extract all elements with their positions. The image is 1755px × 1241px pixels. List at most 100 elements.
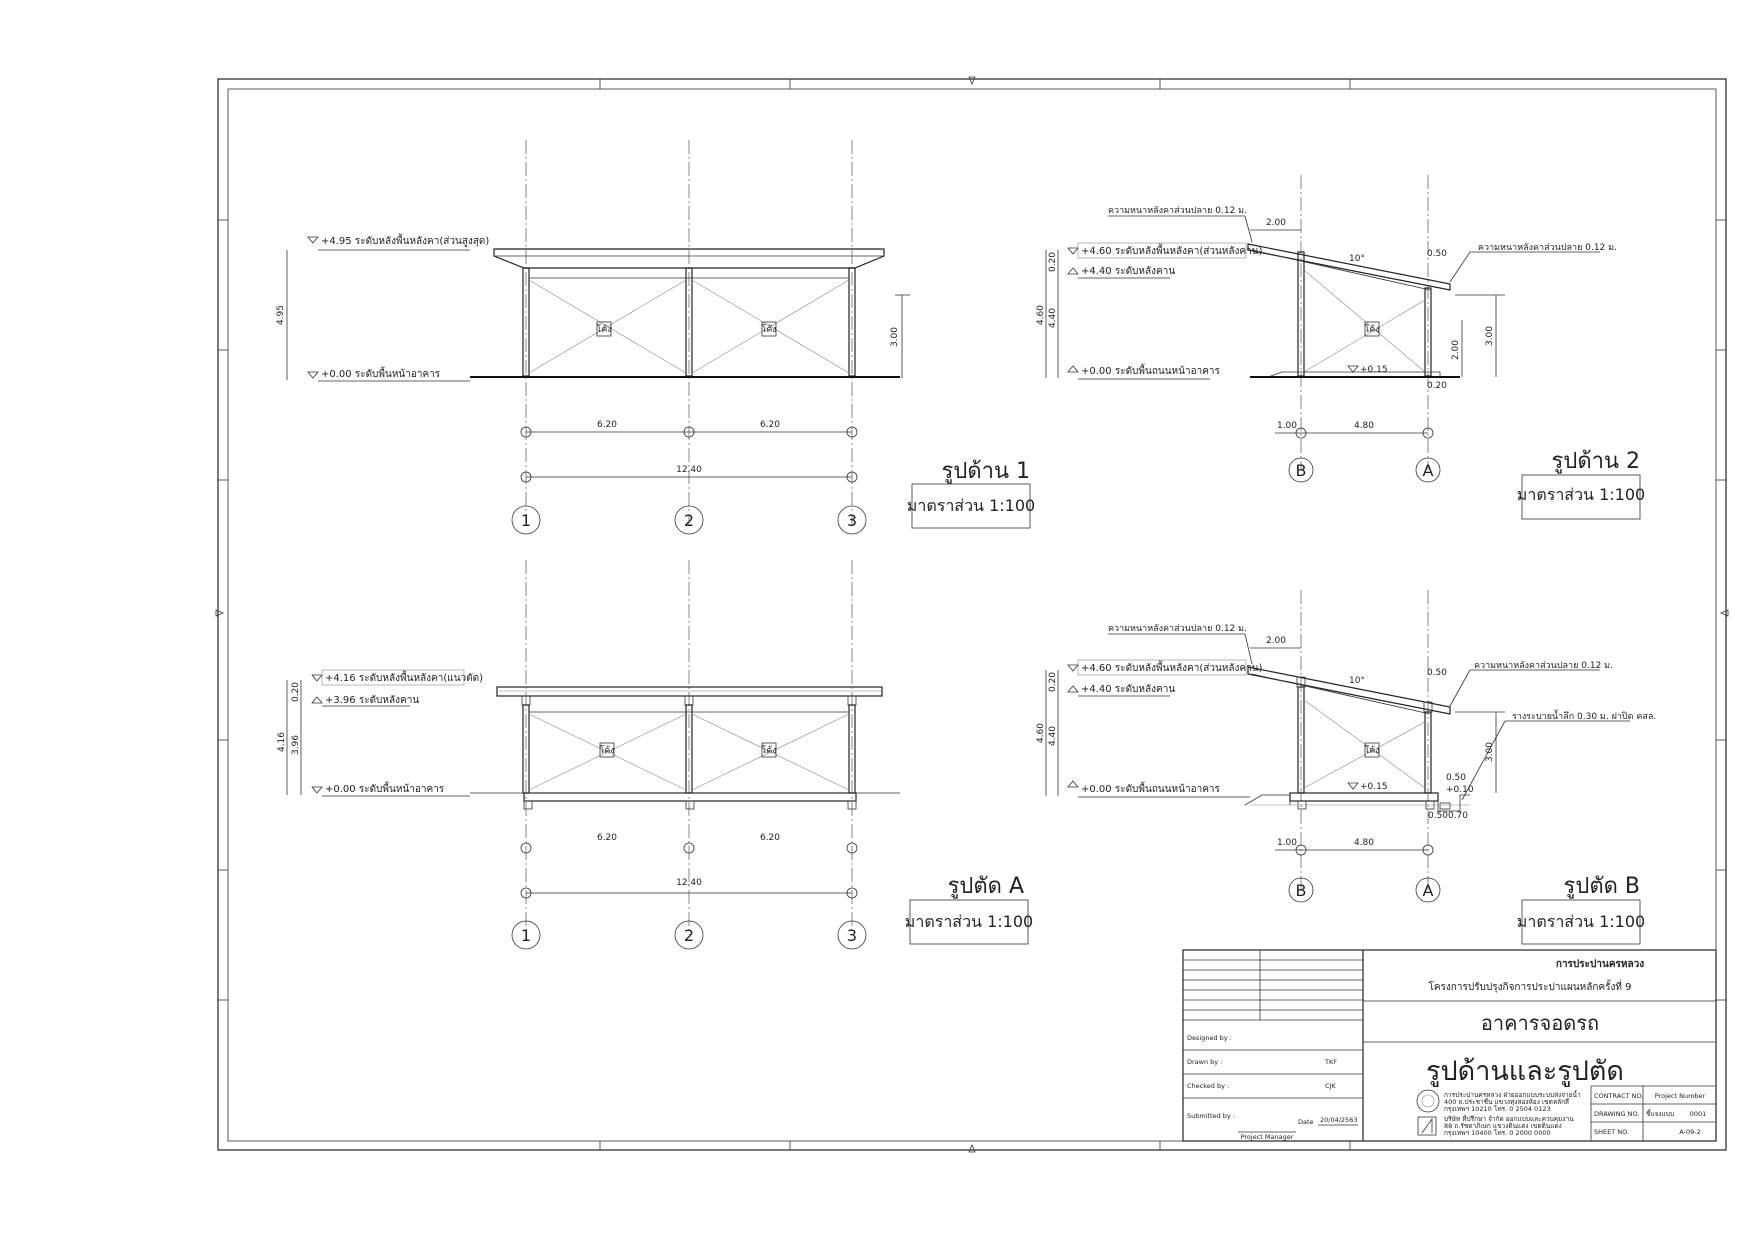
note-roof-left: ความหนาหลังคาส่วนปลาย 0.12 ม.: [1108, 624, 1247, 634]
level-roof: +4.60 ระดับหลังพื้นหลังคา(ส่วนหลังคาน): [1081, 243, 1263, 257]
dim-total: 12.40: [676, 465, 702, 475]
dim-416: 4.16: [277, 732, 287, 752]
dim-480: 4.80: [1354, 421, 1374, 431]
dim-200b: 2.00: [1451, 340, 1461, 360]
tag: โค้ง: [1364, 745, 1379, 756]
level-beam: +4.40 ระดับหลังคาน: [1081, 266, 1175, 277]
drawing-name: รูปด้านและรูปตัด: [1426, 1056, 1624, 1087]
note-roof-right: ความหนาหลังคาส่วนปลาย 0.12 ม.: [1474, 661, 1613, 671]
grid-bubble-a: A: [1423, 461, 1434, 480]
grid-bubble-b: B: [1296, 461, 1307, 480]
sheet-frame: [215, 76, 1729, 1153]
level-floor: +0.15: [1360, 782, 1388, 792]
view-title: รูปด้าน 2: [1552, 449, 1640, 474]
angle: 10°: [1349, 676, 1365, 686]
grid-bubble-3: 3: [847, 926, 857, 945]
project-manager-label: Project Manager: [1241, 1133, 1294, 1141]
elevation-1: โค้ง โค้ง +4.95 ระดับหลังพื้นหลังคา(ส่วน…: [276, 140, 1035, 535]
section-a: โค้ง โค้ง +4.16 ระดับหลังพื้นหลังคา(แนวต…: [277, 560, 1033, 950]
grid-bubble-b: B: [1296, 881, 1307, 900]
grid-bubble-2: 2: [684, 511, 694, 530]
dim-height-inner: 3.00: [890, 327, 900, 347]
dim-020: 0.20: [1048, 672, 1058, 692]
sheet-no-value: A-09-2: [1679, 1128, 1700, 1136]
level-ground: +0.00 ระดับพื้นหน้าอาคาร: [321, 366, 441, 380]
view-scale: มาตราส่วน 1:100: [905, 912, 1033, 931]
dim-460: 4.60: [1036, 305, 1046, 325]
firm-line-6: กรุงเทพฯ 10400 โทร. 0 2000 0000: [1444, 1129, 1551, 1137]
firm-line-3: กรุงเทพฯ 10210 โทร. 0 2504 0123: [1444, 1105, 1551, 1113]
drawn-by-value: TKF: [1324, 1058, 1337, 1066]
designed-by-label: Designed by :: [1187, 1034, 1232, 1042]
dim-460: 4.60: [1036, 723, 1046, 743]
dim-480: 4.80: [1354, 838, 1374, 848]
level-roof: +4.16 ระดับหลังพื้นหลังคา(แนวตัด): [325, 670, 483, 684]
dim-100: 1.00: [1277, 838, 1297, 848]
dim-050: 0.50: [1427, 668, 1447, 678]
view-title: รูปตัด B: [1564, 874, 1640, 899]
dim-020b: 0.20: [1427, 381, 1447, 391]
dim-440: 4.40: [1048, 308, 1058, 328]
submitted-by-label: Submitted by :: [1187, 1112, 1235, 1120]
building-name: อาคารจอดรถ: [1481, 1011, 1599, 1035]
dim-bay-1: 6.20: [597, 420, 617, 430]
date-value: 20/04/2563: [1320, 1116, 1357, 1124]
grid-bubble-3: 3: [847, 511, 857, 530]
authority-seal-icon: [1416, 1089, 1440, 1113]
note-roof-left: ความหนาหลังคาส่วนปลาย 0.12 ม.: [1108, 206, 1247, 216]
dim-200: 2.00: [1266, 218, 1286, 228]
drawing-no-label: DRAWING NO.: [1594, 1110, 1639, 1118]
project-name: โครงการปรับปรุงกิจการประปาแผนหลักครั้งที…: [1428, 979, 1631, 993]
dim-050c: 0.50: [1428, 811, 1448, 821]
firm-line-1: การประปานครหลวง ฝ่ายออกแบบระบบส่งจ่ายน้ำ: [1444, 1090, 1581, 1099]
dim-total: 12.40: [676, 878, 702, 888]
dim-020: 0.20: [291, 682, 301, 702]
view-scale: มาตราส่วน 1:100: [1517, 485, 1645, 504]
grid-bubble-a: A: [1423, 881, 1434, 900]
view-scale: มาตราส่วน 1:100: [1517, 912, 1645, 931]
dim-height-total: 4.95: [276, 305, 286, 325]
view-title: รูปด้าน 1: [942, 459, 1030, 484]
grid-bubble-2: 2: [684, 926, 694, 945]
firm-line-4: บริษัท ที่ปรึกษา จำกัด ออกแบบและควบคุมงา…: [1444, 1114, 1574, 1123]
tag-left: โค้ง: [596, 324, 611, 335]
drawn-by-label: Drawn by :: [1187, 1058, 1222, 1066]
dim-bay-1: 6.20: [597, 833, 617, 843]
dim-100: 1.00: [1277, 421, 1297, 431]
drawing-no-value: ชี้แจงแบบ: [1646, 1109, 1674, 1118]
dim-300: 3.00: [1485, 742, 1495, 762]
level-floor: +0.15: [1360, 365, 1388, 375]
dim-200: 2.00: [1266, 636, 1286, 646]
tag: โค้ง: [1364, 324, 1379, 335]
dim-050b: 0.50: [1446, 773, 1466, 783]
checked-by-label: Checked by :: [1187, 1082, 1229, 1090]
level-beam: +3.96 ระดับหลังคาน: [325, 695, 419, 706]
drawing-no-number: 0001: [1690, 1110, 1707, 1118]
contract-no-label: CONTRACT NO.: [1594, 1092, 1643, 1100]
contract-no-value: Project Number: [1655, 1092, 1706, 1100]
dim-070: 0.70: [1448, 811, 1468, 821]
level-ground: +0.00 ระดับพื้นหน้าอาคาร: [325, 781, 445, 795]
authority-name: การประปานครหลวง: [1556, 958, 1644, 970]
firm-line-5: 88 ถ.รัชดาภิเษก แขวงดินแดง เขตดินแดง: [1444, 1122, 1562, 1130]
date-label: Date: [1298, 1118, 1314, 1126]
level-beam: +4.40 ระดับหลังคาน: [1081, 684, 1175, 695]
checked-by-value: CJK: [1325, 1082, 1336, 1090]
dim-050: 0.50: [1427, 249, 1447, 259]
note-drain: รางระบายน้ำลึก 0.30 ม. ฝาปิด คสล.: [1512, 709, 1656, 722]
dim-020: 0.20: [1048, 252, 1058, 272]
level-ground: +0.00 ระดับพื้นถนนหน้าอาคาร: [1081, 363, 1221, 377]
dim-440: 4.40: [1048, 726, 1058, 746]
dim-300: 3.00: [1485, 326, 1495, 346]
tag-right: โค้ง: [761, 745, 776, 756]
level-drain: +0.10: [1446, 785, 1474, 795]
tag-right: โค้ง: [761, 324, 776, 335]
level-ground: +0.00 ระดับพื้นถนนหน้าอาคาร: [1081, 781, 1221, 795]
angle: 10°: [1349, 254, 1365, 264]
grid-bubble-1: 1: [521, 926, 531, 945]
firm-line-2: 400 ถ.ประชาชื่น แขวงทุ่งสองห้อง เขตหลักส…: [1444, 1097, 1569, 1106]
consultant-logo-icon: [1417, 1116, 1437, 1136]
sheet-no-label: SHEET NO.: [1594, 1128, 1629, 1136]
grid-bubble-1: 1: [521, 511, 531, 530]
